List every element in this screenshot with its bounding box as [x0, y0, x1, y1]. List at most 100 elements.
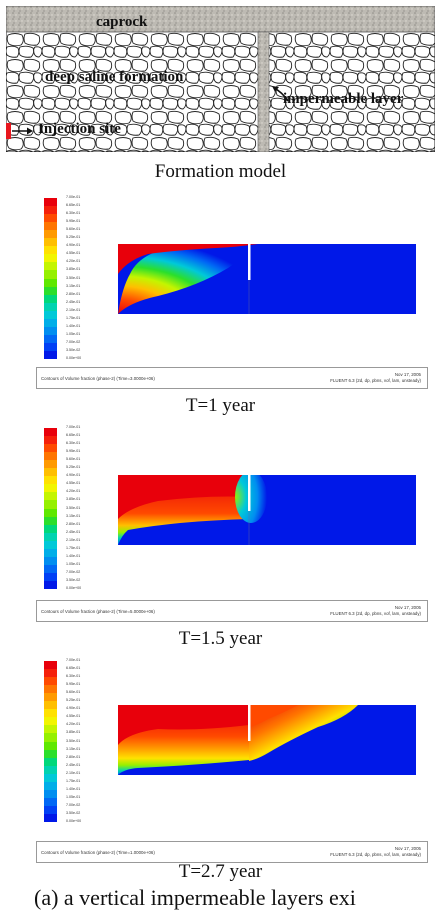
impermeable-barrier: [248, 475, 251, 511]
colorbar-tick-label: 6.30e-01: [66, 674, 81, 679]
colorbar-segment: [44, 516, 57, 526]
colorbar-segment: [44, 669, 57, 678]
colorbar-segment: [44, 701, 57, 710]
footer-description: Contours of Volume fraction (phase-2) (T…: [41, 609, 155, 614]
colorbar-tick-label: 4.55e-01: [66, 481, 81, 486]
colorbar-tick-label: 3.50e-02: [66, 810, 81, 815]
colorbar-tick-label: 1.40e-01: [66, 323, 81, 328]
colorbar-segment: [44, 765, 57, 775]
colorbar-segment: [44, 492, 57, 501]
colorbar-segment: [44, 757, 57, 767]
colorbar-tick-label: 4.20e-01: [66, 259, 81, 264]
colorbar-tick-label: 5.25e-01: [66, 465, 81, 470]
colorbar-segment: [44, 773, 57, 783]
colorbar-tick-label: 3.50e-02: [66, 577, 81, 582]
colorbar-segment: [44, 286, 57, 296]
colorbar-tick-label: 5.25e-01: [66, 698, 81, 703]
colorbar-tick-label: 4.90e-01: [66, 243, 81, 248]
colorbar-segment: [44, 230, 57, 239]
colorbar-tick-label: 5.60e-01: [66, 690, 81, 695]
colorbar-segment: [44, 789, 57, 799]
colorbar-segment: [44, 326, 57, 336]
colorbar-segment: [44, 564, 57, 574]
colorbar-segment: [44, 206, 57, 215]
colorbar-segment: [44, 350, 57, 360]
plot-footer: Contours of Volume fraction (phase-2) (T…: [36, 600, 428, 622]
colorbar-segment: [44, 556, 57, 566]
colorbar-tick-label: 5.95e-01: [66, 682, 81, 687]
colorbar-tick-label: 1.75e-01: [66, 315, 81, 320]
colorbar-segment: [44, 797, 57, 807]
colorbar-segment: [44, 452, 57, 461]
contour-plot-2: [118, 475, 416, 545]
footer-description: Contours of Volume fraction (phase-2) (T…: [41, 850, 155, 855]
colorbar-segment: [44, 254, 57, 263]
figure-caption: (a) a vertical impermeable layers exi: [34, 885, 356, 910]
plume-right: [249, 705, 358, 761]
colorbar-segment: [44, 428, 57, 437]
colorbar-tick-label: 1.40e-01: [66, 786, 81, 791]
colorbar-tick-label: 5.95e-01: [66, 219, 81, 224]
injection-site-marker: [6, 123, 11, 139]
contour-plot-1: [118, 244, 416, 314]
colorbar-tick-label: 2.10e-01: [66, 307, 81, 312]
contour-plot-3: [118, 705, 416, 775]
layer-arrowhead: [272, 86, 279, 92]
caprock-layer: [6, 6, 435, 33]
colorbar-tick-label: 3.85e-01: [66, 730, 81, 735]
colorbar-tick-label: 0.00e+00: [66, 586, 82, 590]
impermeable-barrier: [248, 244, 251, 280]
colorbar-tick-label: 1.75e-01: [66, 778, 81, 783]
colorbar-tick-label: 3.50e-02: [66, 347, 81, 352]
colorbar-segment: [44, 805, 57, 815]
colorbar-segment: [44, 222, 57, 231]
impermeable-layer: [257, 31, 270, 152]
panel-caption-2: T=1.5 year: [178, 628, 263, 649]
colorbar-tick-label: 3.15e-01: [66, 283, 81, 288]
panel-caption-1: T=1 year: [185, 395, 256, 416]
footer-solver: FLUENT 6.3 (2d, dp, pbns, vof, lam, unst…: [330, 852, 421, 857]
colorbar-tick-label: 5.60e-01: [66, 457, 81, 462]
colorbar-tick-label: 6.30e-01: [66, 441, 81, 446]
colorbar-tick-label: 6.65e-01: [66, 203, 81, 208]
colorbar-segment: [44, 500, 57, 509]
colorbar-tick-label: 7.00e-01: [66, 195, 81, 199]
colorbar-tick-label: 6.30e-01: [66, 211, 81, 216]
colorbar-tick-label: 0.00e+00: [66, 356, 82, 360]
plot-footer: Contours of Volume fraction (phase-2) (T…: [36, 367, 428, 389]
colorbar-segment: [44, 238, 57, 247]
colorbar-segment: [44, 532, 57, 542]
footer-date: Nov 17, 2005: [394, 605, 421, 610]
colorbar-tick-label: 7.00e-02: [66, 569, 81, 574]
colorbar-segment: [44, 270, 57, 279]
colorbar-segment: [44, 460, 57, 469]
colorbar-tick-label: 1.40e-01: [66, 553, 81, 558]
colorbar-segment: [44, 733, 57, 742]
colorbar-segment: [44, 246, 57, 255]
colorbar-segment: [44, 508, 57, 518]
colorbar-segment: [44, 813, 57, 823]
colorbar-tick-label: 5.95e-01: [66, 449, 81, 454]
colorbar-segment: [44, 262, 57, 271]
colorbar-segment: [44, 334, 57, 344]
footer-date: Nov 17, 2005: [394, 372, 421, 377]
colorbar-tick-label: 2.45e-01: [66, 529, 81, 534]
colorbar-segment: [44, 278, 57, 288]
co2-plume: [118, 244, 258, 314]
panel-caption-3: T=2.7 year: [178, 861, 263, 882]
colorbar-segment: [44, 476, 57, 485]
colorbar-tick-label: 2.80e-01: [66, 754, 81, 759]
colorbar-tick-label: 1.75e-01: [66, 545, 81, 550]
colorbar-segment: [44, 677, 57, 686]
colorbar-tick-label: 1.05e-01: [66, 561, 81, 566]
colorbar-tick-label: 4.55e-01: [66, 714, 81, 719]
colorbar-tick-label: 1.05e-01: [66, 331, 81, 336]
colorbar-tick-label: 7.00e-01: [66, 658, 81, 662]
colorbar-segment: [44, 310, 57, 320]
colorbar-tick-label: 4.20e-01: [66, 722, 81, 727]
colorbar-segment: [44, 302, 57, 312]
